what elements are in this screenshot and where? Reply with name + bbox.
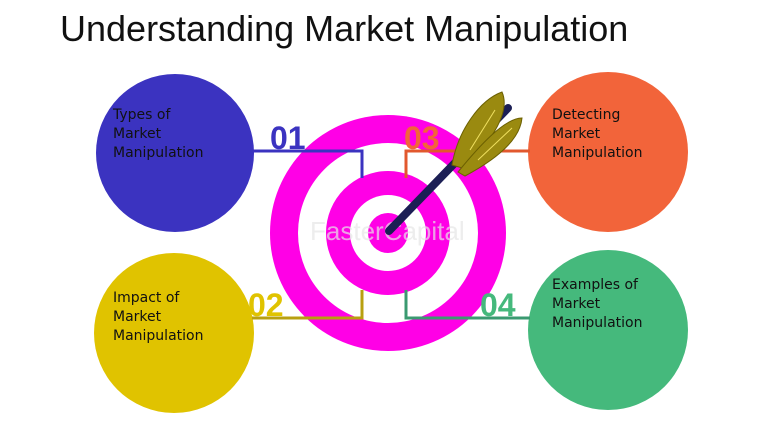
label-line: Market [113,309,162,325]
circle-02 [94,253,254,413]
label-line: Market [113,126,162,142]
label-line: Impact of [113,290,180,306]
label-line: Manipulation [113,328,204,344]
number-01: 01 [270,120,306,156]
number-03: 03 [404,120,440,156]
number-02: 02 [248,287,284,323]
connector-01 [250,149,364,178]
connector-04 [404,290,530,320]
page-title: Understanding Market Manipulation [60,8,629,49]
label-line: Market [552,126,601,142]
arrow-icon [385,91,523,235]
label-line: Manipulation [113,145,204,161]
connector-02 [252,290,364,320]
circle-03 [528,72,688,232]
number-04: 04 [480,287,516,323]
label-02: Impact of Market Manipulation [113,289,243,346]
circle-01 [96,74,254,232]
label-03: Detecting Market Manipulation [552,106,682,163]
label-04: Examples of Market Manipulation [552,276,682,333]
label-line: Detecting [552,107,621,123]
circle-04 [528,250,688,410]
label-line: Market [552,296,601,312]
label-line: Manipulation [552,145,643,161]
label-01: Types of Market Manipulation [113,106,243,163]
label-line: Manipulation [552,315,643,331]
label-line: Types of [113,107,171,123]
label-line: Examples of [552,277,638,293]
